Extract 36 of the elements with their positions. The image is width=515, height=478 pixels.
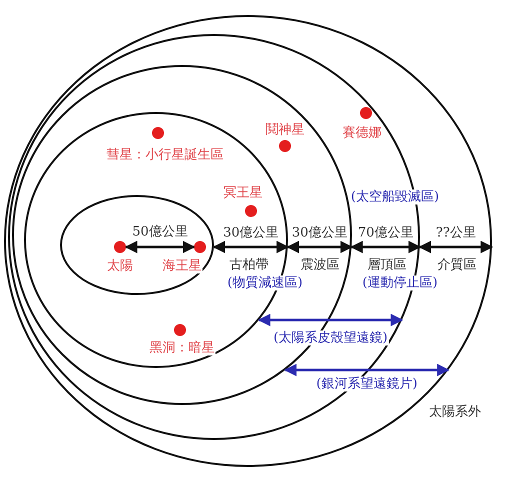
arrow xyxy=(286,240,353,254)
edge-label: 50億公里 xyxy=(131,224,189,240)
object-label: 冥王星 xyxy=(222,186,264,200)
zone-note: (太空船毀滅區) xyxy=(350,190,440,204)
arrow xyxy=(124,240,196,254)
object-label: 鬩神星 xyxy=(264,122,306,138)
edge-label: (太陽系皮殼望遠鏡) xyxy=(272,330,389,346)
object-label: 彗星：小行星誕生區 xyxy=(106,148,224,162)
planet-dot xyxy=(114,241,126,253)
zone-label: 介質區 xyxy=(436,258,478,272)
planet-dot xyxy=(279,140,291,152)
edge-label: 30億公里 xyxy=(290,226,348,240)
edge-label: ??公里 xyxy=(434,226,477,240)
planet-dot xyxy=(360,107,372,119)
edge-label: 70億公里 xyxy=(356,226,414,240)
planet-dot xyxy=(152,127,164,139)
arrow xyxy=(418,240,494,254)
planet-dot xyxy=(245,205,257,217)
object-label: 太陽 xyxy=(106,258,134,274)
object-label: 賽德娜 xyxy=(342,126,382,140)
arrow xyxy=(212,240,290,254)
zone-label: 層頂區 xyxy=(366,258,408,272)
zone-label: 震波區 xyxy=(300,258,340,272)
zone-note: (運動停止區) xyxy=(361,276,439,290)
arrow xyxy=(350,240,421,254)
object-label: 黑洞：暗星 xyxy=(148,340,216,356)
zone-label: 古柏帶 xyxy=(228,258,270,272)
zone-label: 太陽系外 xyxy=(428,404,482,420)
edge-label: 30億公里 xyxy=(222,226,280,240)
arrow xyxy=(258,314,404,326)
planet-dot xyxy=(194,241,206,253)
edge-label: (銀河系望遠鏡片) xyxy=(315,376,418,392)
zone-note: (物質減速區) xyxy=(226,276,304,290)
arrow xyxy=(284,364,450,376)
planet-dot xyxy=(174,324,186,336)
object-label: 海王星 xyxy=(162,258,202,274)
